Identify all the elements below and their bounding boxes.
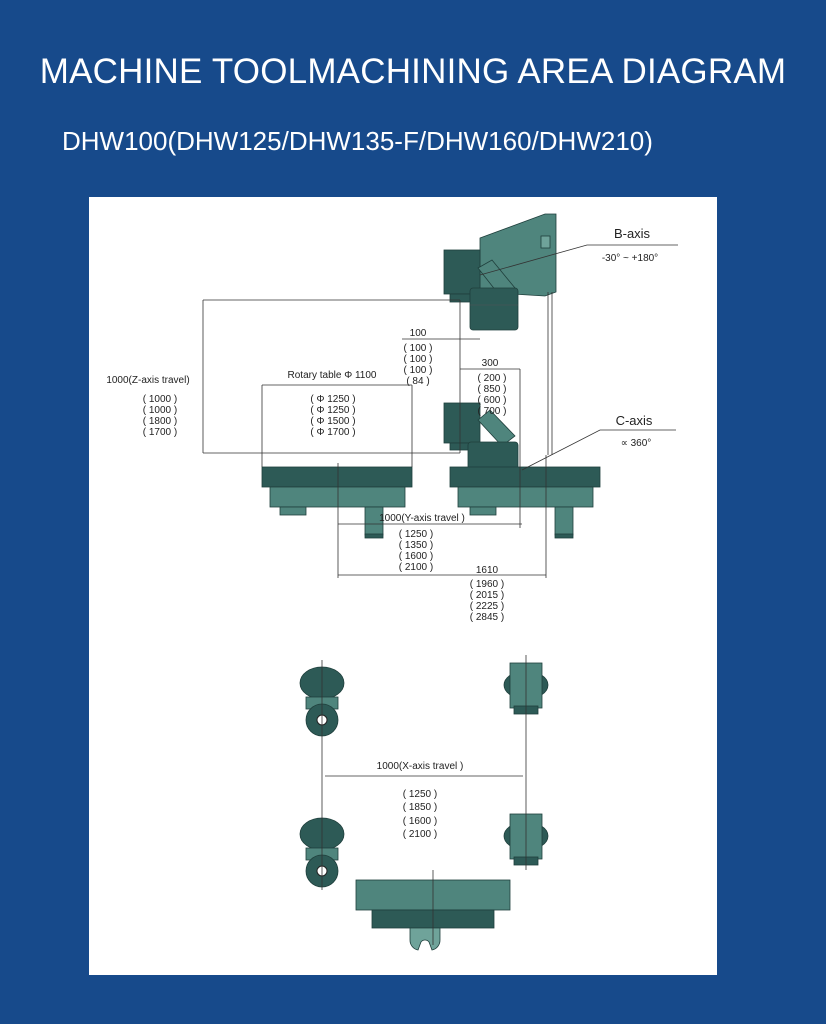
x-travel-variant: ( 2100 ) xyxy=(403,829,437,840)
offset-100-variant: ( 84 ) xyxy=(406,376,429,387)
rotary-table-right xyxy=(449,466,601,539)
overall-1610-variant: ( 2225 ) xyxy=(470,601,504,612)
rotary-table-label: Rotary table Φ 1100 xyxy=(288,370,377,381)
y-travel-variant: ( 1600 ) xyxy=(399,551,433,562)
b-axis-label: B-axis xyxy=(614,226,651,241)
diagram-panel xyxy=(89,197,717,975)
page-title: MACHINE TOOLMACHINING AREA DIAGRAM xyxy=(39,52,787,91)
rotary-table-variant: ( Φ 1250 ) xyxy=(310,405,355,416)
rotary-table-variant: ( Φ 1250 ) xyxy=(310,394,355,405)
overall-1610-variant: ( 2015 ) xyxy=(470,590,504,601)
rotary-table-variant: ( Φ 1500 ) xyxy=(310,416,355,427)
z-travel-variant: ( 1000 ) xyxy=(143,405,177,416)
rotary-table-left xyxy=(261,466,413,539)
lower-spindle-head xyxy=(443,402,519,471)
overall-1610-label: 1610 xyxy=(476,565,499,576)
x-travel-label: 1000(X-axis travel ) xyxy=(377,761,464,772)
z-travel-variant: ( 1000 ) xyxy=(143,394,177,405)
offset-100-variant: ( 100 ) xyxy=(404,343,433,354)
offset-300-variant: ( 850 ) xyxy=(478,384,507,395)
c-axis-range: ∝ 360° xyxy=(621,438,652,449)
top-view-rotary-table xyxy=(355,870,511,951)
offset-300-variant: ( 700 ) xyxy=(478,406,507,417)
upper-spindle-head xyxy=(443,213,557,331)
z-travel-label: 1000(Z-axis travel) xyxy=(106,375,189,386)
y-travel-variant: ( 1250 ) xyxy=(399,529,433,540)
c-axis-label: C-axis xyxy=(616,413,653,428)
z-travel-variant: ( 1700 ) xyxy=(143,427,177,438)
rotary-table-variant: ( Φ 1700 ) xyxy=(310,427,355,438)
y-travel-variant: ( 2100 ) xyxy=(399,562,433,573)
b-axis-range: -30° ~ +180° xyxy=(602,253,658,264)
offset-300-value: 300 xyxy=(482,358,499,369)
offset-100-variant: ( 100 ) xyxy=(404,365,433,376)
offset-300-variant: ( 200 ) xyxy=(478,373,507,384)
model-subtitle: DHW100(DHW125/DHW135-F/DHW160/DHW210) xyxy=(62,126,653,156)
overall-1610-variant: ( 2845 ) xyxy=(470,612,504,623)
x-travel-variant: ( 1250 ) xyxy=(403,789,437,800)
offset-100-variant: ( 100 ) xyxy=(404,354,433,365)
overall-1610-variant: ( 1960 ) xyxy=(470,579,504,590)
x-travel-variant: ( 1850 ) xyxy=(403,802,437,813)
dimension-lines xyxy=(202,244,678,578)
offset-100-value: 100 xyxy=(410,328,427,339)
y-travel-label: 1000(Y-axis travel ) xyxy=(379,513,465,524)
x-travel-variant: ( 1600 ) xyxy=(403,816,437,827)
y-travel-variant: ( 1350 ) xyxy=(399,540,433,551)
offset-300-variant: ( 600 ) xyxy=(478,395,507,406)
z-travel-variant: ( 1800 ) xyxy=(143,416,177,427)
